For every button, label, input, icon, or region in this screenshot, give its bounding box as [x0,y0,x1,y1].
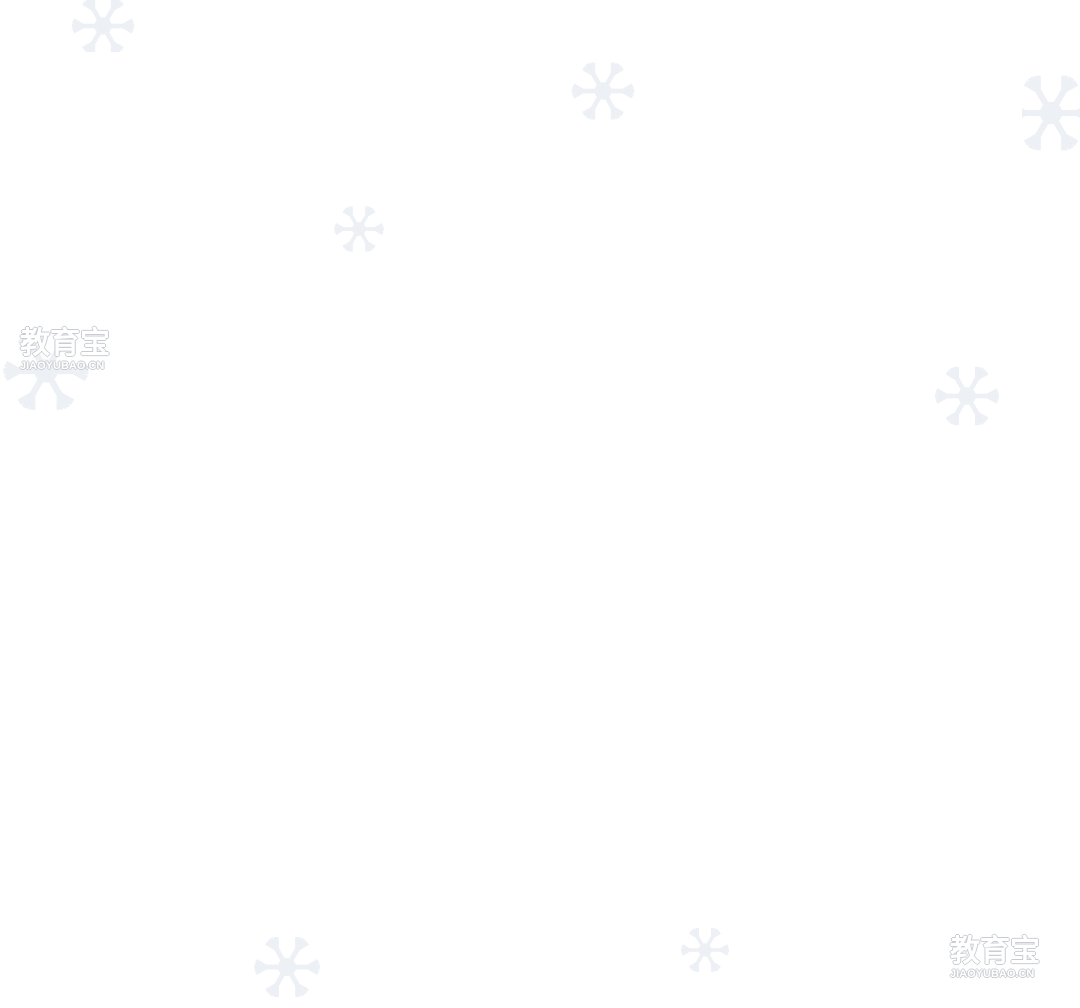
snowflake-icon [568,52,638,130]
watermark-logo: 教育宝 [950,934,1040,969]
snowflake-icon [1022,62,1080,164]
watermark-url: JIAOYUBAO.CN [950,968,1035,980]
snowflake-icon [932,356,1002,436]
snowflake-icon [678,920,732,980]
watermark-bottom-right: 教育宝 JIAOYUBAO.CN [950,936,1062,981]
snowflake-icon [332,198,386,260]
snowflake-icon [252,926,322,1008]
snowflake-icon [64,0,142,52]
watermark-url: JIAOYUBAO.CN [20,360,105,372]
snowflake-icon [0,318,92,424]
watermark-left: 教育宝 JIAOYUBAO.CN [20,328,132,373]
watermark-logo: 教育宝 [20,326,110,361]
